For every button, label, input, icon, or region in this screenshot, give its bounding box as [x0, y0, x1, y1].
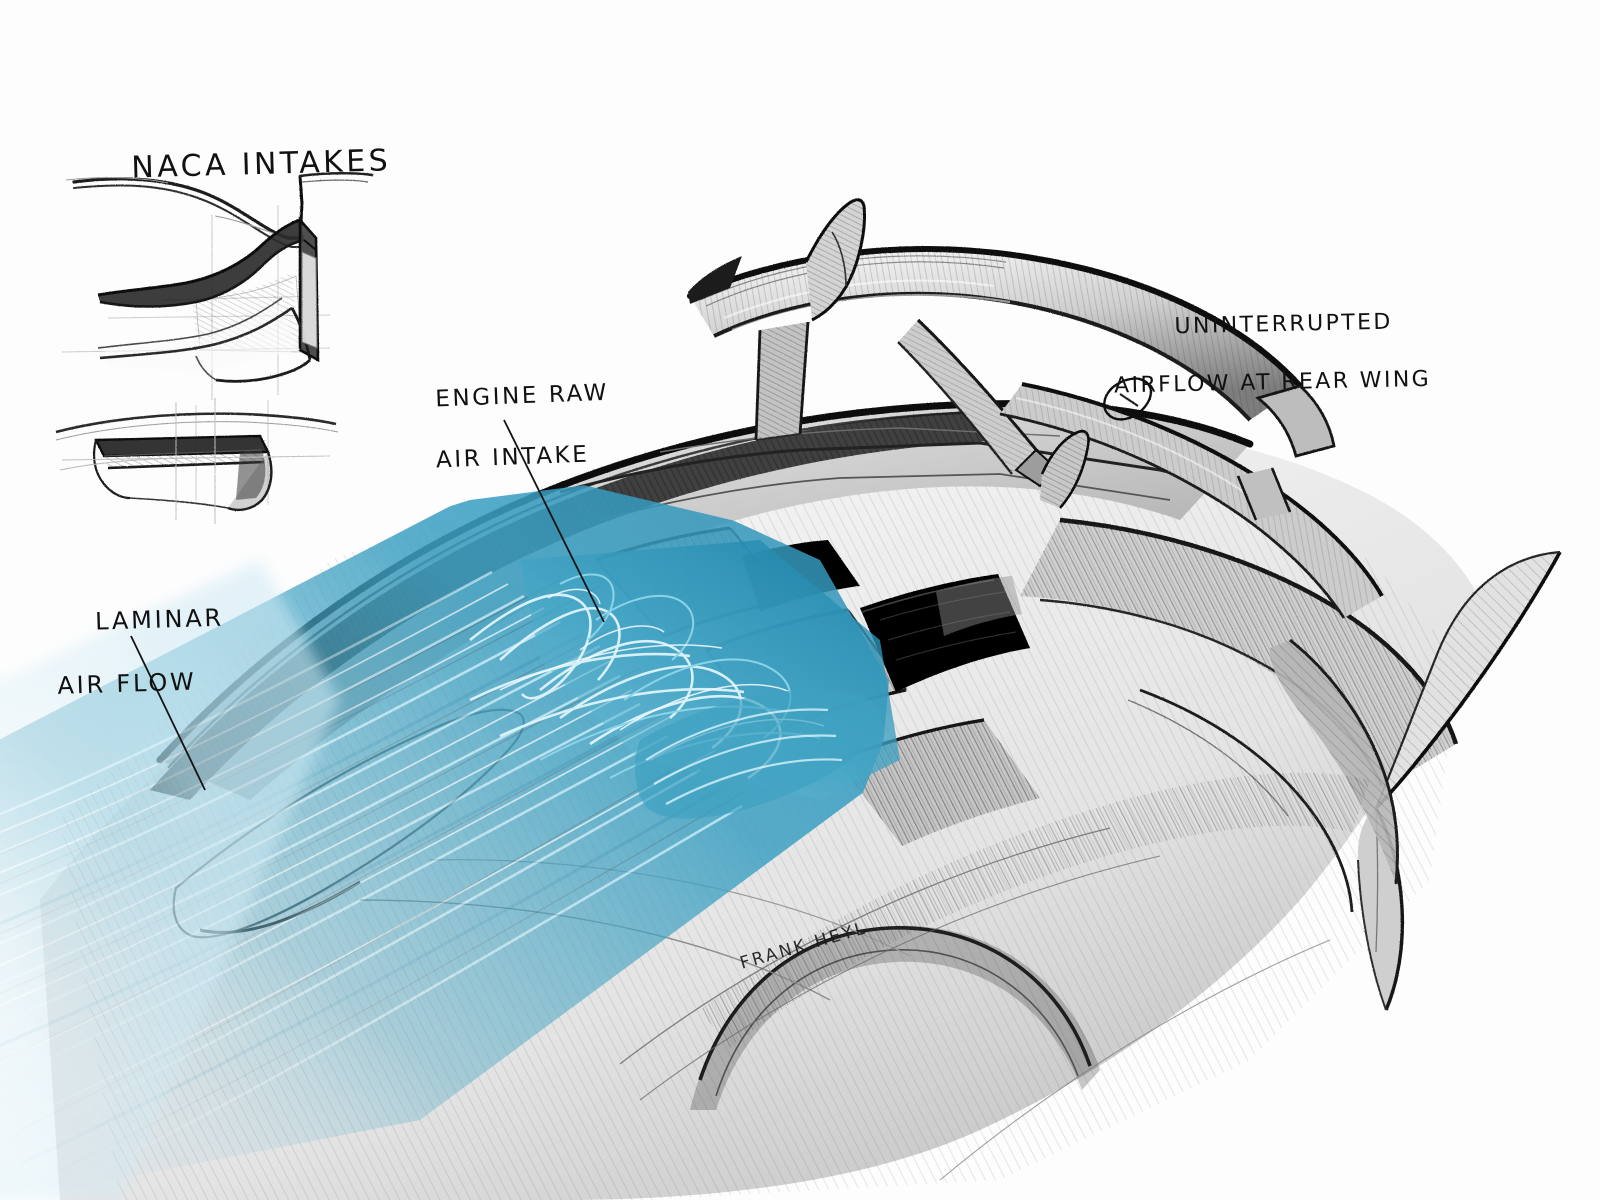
naca-view-perspective	[97, 216, 320, 383]
naca-intake-study	[55, 171, 374, 524]
annotation-uninterrupted-line1: UNINTERRUPTED	[1174, 309, 1393, 340]
body-shading-sweeps	[619, 772, 1370, 1181]
annotation-engine-line2: AIR INTAKE	[435, 441, 590, 474]
rear-wing	[687, 198, 1384, 619]
annotation-naca-line1: NACA INTAKES	[130, 142, 392, 186]
airflow-fade-haze	[0, 560, 340, 1200]
airflow-spill	[635, 689, 882, 819]
annotation-uninterrupted-airflow: UNINTERRUPTED AIRFLOW AT REAR WING	[1114, 278, 1433, 458]
annotation-naca-intakes: NACA INTAKES	[78, 101, 393, 228]
annotation-engine-line1: ENGINE RAW	[434, 380, 610, 413]
rear-diffuser-fin	[1269, 550, 1562, 1011]
annotation-laminar-air-flow: LAMINAR AIR FLOW	[52, 571, 228, 766]
annotation-laminar-line1: LAMINAR	[94, 603, 225, 636]
leader-line-engine-intake	[503, 419, 605, 623]
leader-line-laminar	[130, 635, 206, 791]
annotation-leader-lines	[130, 419, 605, 791]
naca-view-front-section	[55, 398, 339, 524]
annotation-laminar-line2: AIR FLOW	[57, 667, 197, 700]
annotation-engine-raw-air-intake: ENGINE RAW AIR INTAKE	[394, 348, 614, 538]
annotation-uninterrupted-line2: AIRFLOW AT REAR WING	[1113, 366, 1432, 399]
airflow-visualization	[0, 478, 900, 1200]
